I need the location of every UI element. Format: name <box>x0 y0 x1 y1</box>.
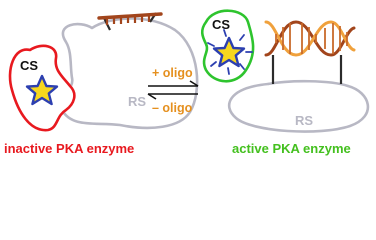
caption-active: active PKA enzyme <box>232 141 351 156</box>
star-icon-right <box>212 36 246 68</box>
oligo-strand-left <box>97 12 163 20</box>
caption-inactive: inactive PKA enzyme <box>4 141 134 156</box>
rs-label-left: RS <box>128 94 146 109</box>
star-icon-left <box>25 74 59 106</box>
rs-subunit-left <box>59 17 199 130</box>
rs-label-right: RS <box>295 113 313 128</box>
rs-subunit-right-top <box>267 79 349 88</box>
glow-rays <box>207 29 253 75</box>
add-oligo-label: + oligo <box>152 66 193 80</box>
active-complex: RS CS <box>200 9 370 156</box>
base-pairs <box>275 23 348 54</box>
inactive-complex: CS RS inactive PKA enzyme <box>4 12 199 156</box>
forward-arrowhead <box>189 80 199 87</box>
strand-ticks-left <box>105 15 151 25</box>
reverse-arrowhead <box>147 93 157 100</box>
cs-label-left: CS <box>20 58 38 73</box>
duplex-strand-orange <box>264 20 356 57</box>
rs-subunit-right <box>227 82 370 133</box>
cs-label-right: CS <box>212 17 230 32</box>
pka-diagram: CS RS inactive PKA enzyme + oligo – olig… <box>4 9 370 156</box>
dna-duplex <box>264 20 356 57</box>
equilibrium-arrows: + oligo – oligo <box>147 66 199 115</box>
remove-oligo-label: – oligo <box>152 101 193 115</box>
